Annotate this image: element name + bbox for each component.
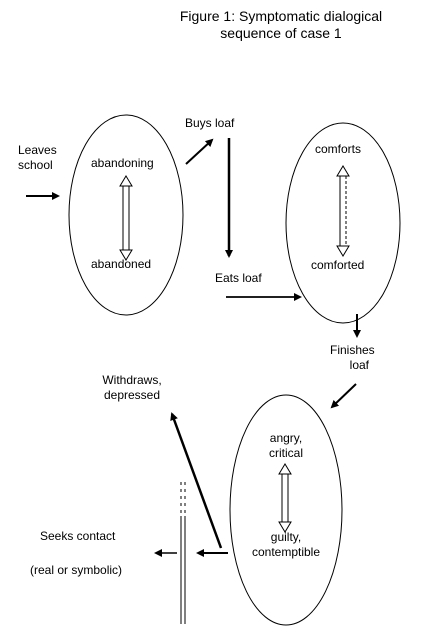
- node-angry-critical: angry, critical: [256, 431, 316, 461]
- event-leaves-school: Leaves school: [18, 143, 57, 173]
- event-depressed-line: depressed: [103, 388, 161, 402]
- figure-title: Figure 1: Symptomatic dialogical sequenc…: [150, 8, 412, 42]
- node-guilty-line: guilty,: [270, 530, 302, 544]
- event-finishes-loaf: Finishes loaf: [330, 343, 375, 373]
- node-abandoned: abandoned: [91, 257, 152, 271]
- node-guilty-contemptible: guilty, contemptible: [240, 530, 332, 560]
- event-buys-loaf: Buys loaf: [185, 116, 235, 130]
- event-real-or-symbolic: (real or symbolic): [30, 563, 123, 577]
- node-comforts: comforts: [315, 142, 362, 156]
- node-contemptible-line: contemptible: [251, 545, 321, 559]
- event-leaves-line: Leaves: [18, 143, 57, 157]
- event-seeks-contact: Seeks contact: [40, 529, 116, 543]
- event-finishes-line: Finishes: [330, 343, 375, 357]
- node-comforted: comforted: [311, 258, 365, 272]
- event-loaf-line: loaf: [349, 358, 370, 372]
- cycle-2-double-arrow: [336, 165, 350, 257]
- cycle-3-double-arrow: [278, 463, 292, 533]
- arrow-finishes-to-cycle-3: [330, 383, 357, 409]
- arrow-to-withdraws: [170, 412, 223, 549]
- event-school-line: school: [18, 158, 53, 172]
- figure-title-line-2: sequence of case 1: [220, 25, 342, 41]
- event-eats-loaf: Eats loaf: [215, 271, 262, 285]
- cycle-2-ellipse: [285, 122, 401, 324]
- event-withdraws-line: Withdraws,: [102, 373, 162, 387]
- node-critical-line: critical: [268, 446, 303, 460]
- node-angry-line: angry,: [269, 431, 303, 445]
- cycle-3-ellipse: [229, 394, 343, 626]
- vertical-divider: [180, 482, 186, 624]
- arrow-to-buys-loaf: [185, 138, 214, 165]
- event-withdraws-depressed: Withdraws, depressed: [88, 373, 176, 403]
- cycle-1-ellipse: [68, 114, 184, 316]
- cycle-1-double-arrow: [119, 175, 133, 261]
- figure-title-line-1: Figure 1: Symptomatic dialogical: [179, 8, 383, 24]
- node-abandoning: abandoning: [91, 156, 154, 170]
